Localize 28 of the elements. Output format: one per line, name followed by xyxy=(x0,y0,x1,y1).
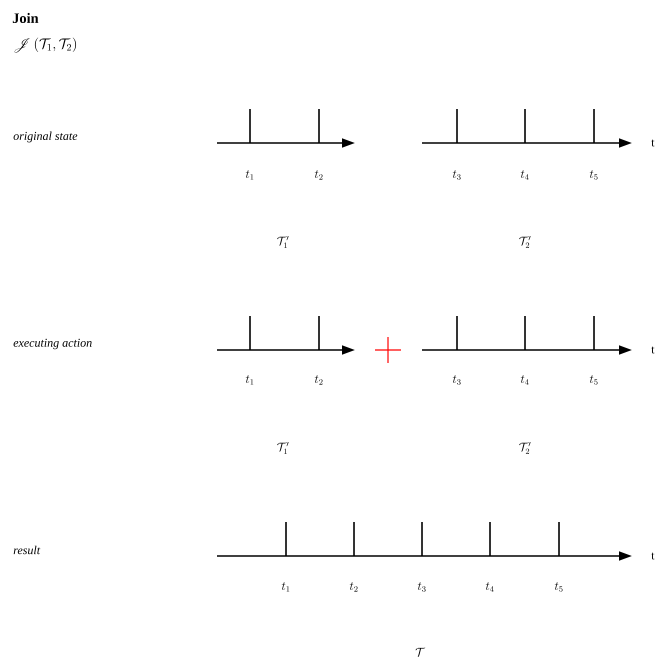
tick-label: $t_1$ xyxy=(282,582,290,592)
row-label: original state xyxy=(14,132,78,142)
sequence-label: $\mathcal{T}$ xyxy=(416,648,426,657)
tick-label: $t_3$ xyxy=(452,375,461,385)
tick-label: $t_1$ xyxy=(246,375,254,385)
sequence-label: $\mathcal{T}_1'$ xyxy=(277,442,289,454)
tick-label: $t_2$ xyxy=(314,170,323,180)
row-label: result xyxy=(14,546,40,554)
formula-heading: $\mathscr{J}\,(\mathcal{T}_1, \mathcal{T}_2)$ xyxy=(14,38,76,53)
sequence-label: $\mathcal{T}_1'$ xyxy=(277,236,289,248)
tick-label: $t_4$ xyxy=(486,582,494,592)
axis-label: t xyxy=(651,552,654,560)
title: Join xyxy=(12,12,38,24)
row-label: executing action xyxy=(14,338,92,350)
axis-label: t xyxy=(651,346,654,354)
tick-label: $t_2$ xyxy=(350,582,358,592)
tick-label: $t_3$ xyxy=(418,582,426,592)
sequence-label: $\mathcal{T}_2'$ xyxy=(519,236,531,248)
tick-label: $t_1$ xyxy=(246,170,254,180)
sequence-label: $\mathcal{T}_2'$ xyxy=(519,442,531,454)
tick-label: $t_2$ xyxy=(314,375,323,385)
axis-label: t xyxy=(651,140,654,146)
tick-label: $t_5$ xyxy=(590,375,598,385)
tick-label: $t_3$ xyxy=(452,170,461,180)
tick-label: $t_4$ xyxy=(520,375,529,385)
tick-label: $t_5$ xyxy=(554,582,563,592)
tick-label: $t_5$ xyxy=(590,170,598,180)
tick-label: $t_4$ xyxy=(520,170,529,180)
